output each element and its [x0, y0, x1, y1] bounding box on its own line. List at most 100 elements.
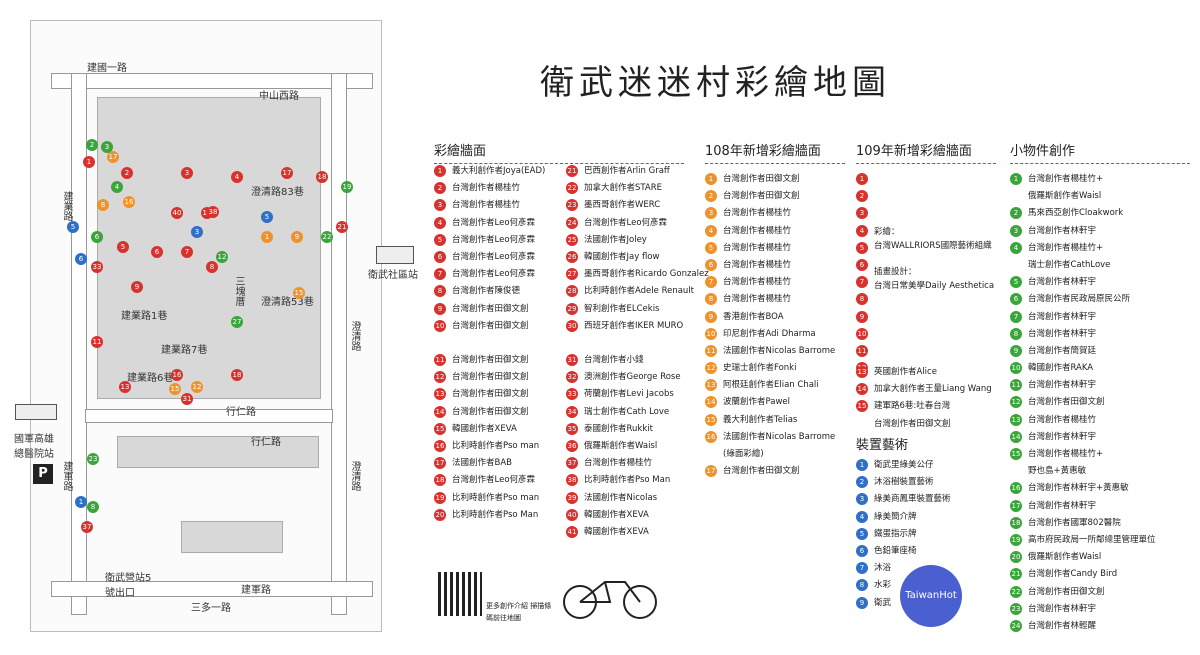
qr-code[interactable]	[438, 572, 482, 616]
list-item[interactable]: 瑞士創作者CathLove	[1010, 258, 1190, 275]
map-pin[interactable]: 5	[67, 221, 79, 233]
pin-item[interactable]: 10	[856, 327, 996, 344]
map-pin[interactable]: 2	[121, 167, 133, 179]
map-pin[interactable]: 12	[191, 381, 203, 393]
pin-item[interactable]: 1	[856, 172, 996, 189]
pin-item[interactable]: 9	[856, 310, 996, 327]
map-pin[interactable]: 8	[206, 261, 218, 273]
pin-item[interactable]: 11	[856, 344, 996, 361]
map-pin[interactable]: 31	[181, 393, 193, 405]
pin-item[interactable]: 2	[856, 189, 996, 206]
map-pin[interactable]: 4	[231, 171, 243, 183]
pin-item[interactable]: 6	[856, 258, 996, 275]
map-pin[interactable]: 1	[261, 231, 273, 243]
map-pin[interactable]: 1	[75, 496, 87, 508]
map-pin[interactable]: 12	[216, 251, 228, 263]
map-pin[interactable]: 22	[321, 231, 333, 243]
map-pin[interactable]: 33	[91, 261, 103, 273]
map-pin[interactable]: 15	[293, 287, 305, 299]
pin-item[interactable]: 5	[856, 241, 996, 258]
map-pin[interactable]: 4	[111, 181, 123, 193]
list-item[interactable]: 野也島+黃惠敏	[1010, 464, 1190, 481]
map-pin[interactable]: 7	[181, 246, 193, 258]
pin-item[interactable]: 3	[856, 206, 996, 223]
list-item[interactable]: 台灣創作者田御文創	[856, 417, 992, 434]
map-pin[interactable]: 6	[75, 253, 87, 265]
map-pin[interactable]: 11	[91, 336, 103, 348]
map-pin[interactable]: 3	[191, 226, 203, 238]
pin-item[interactable]: 7	[856, 275, 996, 292]
map-pin[interactable]: 8	[87, 501, 99, 513]
pin-item[interactable]: 4	[856, 224, 996, 241]
map-pin[interactable]: 19	[341, 181, 353, 193]
map-pin[interactable]: 1	[83, 156, 95, 168]
list-item[interactable]	[434, 336, 559, 353]
map-pin[interactable]: 15	[169, 383, 181, 395]
map-pin[interactable]: 27	[231, 316, 243, 328]
map-pin[interactable]: 21	[336, 221, 348, 233]
map-pin[interactable]: 3	[181, 167, 193, 179]
map-pin[interactable]: 37	[81, 521, 93, 533]
